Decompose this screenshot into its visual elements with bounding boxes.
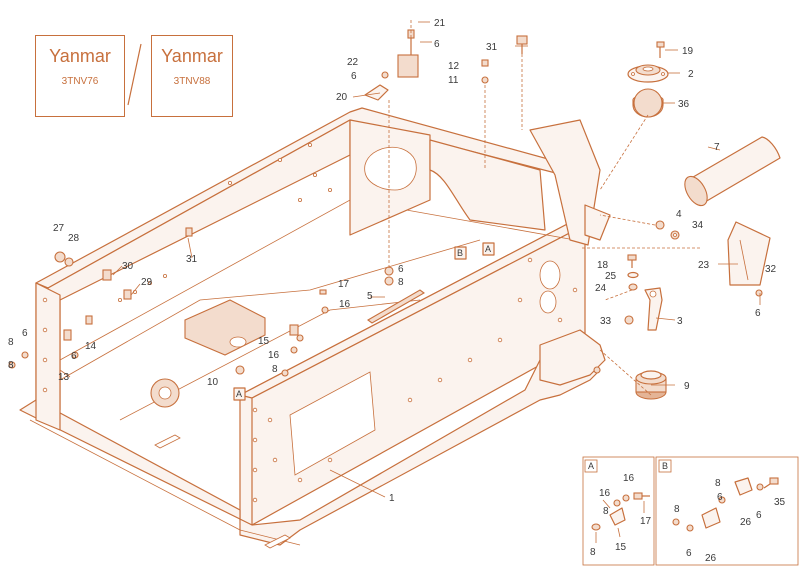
- callout-13: 13: [58, 372, 70, 383]
- detail-a-tag: A: [588, 461, 594, 471]
- callout-10: 10: [207, 377, 219, 388]
- detail-b-callout-26b: 26: [705, 553, 717, 564]
- detail-panel-a: A 16 16 8 17 15 8: [582, 456, 655, 566]
- detail-a-callout-16: 16: [599, 488, 611, 499]
- detail-b-callout-26: 26: [740, 517, 752, 528]
- flange-part: [627, 64, 669, 83]
- pipe-part: [684, 136, 781, 207]
- detail-a-callout-17: 17: [640, 516, 652, 527]
- detail-b-tag: B: [662, 461, 668, 471]
- guide-lines: [388, 20, 700, 396]
- callout-33: 33: [600, 316, 612, 327]
- callout-1: 1: [389, 493, 395, 504]
- detail-b-callout-6b: 6: [756, 510, 762, 521]
- detail-b-callout-8b: 8: [715, 478, 721, 489]
- shield-part-23: [727, 221, 771, 286]
- callout-9: 9: [684, 381, 690, 392]
- callout-18: 18: [597, 260, 609, 271]
- callout-12: 12: [448, 61, 460, 72]
- callout-8: 8: [8, 360, 14, 371]
- engine-box-1: Yanmar 3TNV76: [35, 35, 125, 117]
- callout-14: 14: [85, 341, 97, 352]
- callout-16: 16: [268, 350, 280, 361]
- detail-a-callout-16b: 16: [623, 473, 635, 484]
- callout-36: 36: [678, 99, 690, 110]
- callout-17: 17: [338, 279, 350, 290]
- engine-model-2: 3TNV88: [173, 76, 211, 87]
- section-mark-a: A: [485, 244, 491, 254]
- section-mark-b: B: [457, 248, 463, 258]
- small-parts: [8, 220, 763, 377]
- detail-panel-b: B 8 8 35 6 26 6 6 26: [655, 456, 799, 566]
- sensor-31: [516, 35, 528, 54]
- callout-22: 22: [347, 57, 359, 68]
- callout-24: 24: [595, 283, 607, 294]
- detail-b-callout-6: 6: [717, 492, 723, 503]
- callout-7: 7: [714, 142, 720, 153]
- callout-34: 34: [692, 220, 704, 231]
- engine-box-2: Yanmar 3TNV88: [151, 35, 233, 117]
- callout-28: 28: [68, 233, 80, 244]
- callout-2: 2: [688, 69, 694, 80]
- callout-6: 6: [755, 308, 761, 319]
- callout-20: 20: [336, 92, 348, 103]
- callout-23: 23: [698, 260, 710, 271]
- detail-a-callout-8: 8: [603, 506, 609, 517]
- callout-8: 8: [272, 364, 278, 375]
- callout-31: 31: [486, 42, 498, 53]
- detail-a-callout-15: 15: [615, 542, 627, 553]
- engine-brand-2: Yanmar: [161, 46, 223, 66]
- detail-b-callout-35: 35: [774, 497, 786, 508]
- callout-21: 21: [434, 18, 446, 29]
- cluster-upper: [381, 29, 489, 84]
- callout-15: 15: [258, 336, 270, 347]
- callout-5: 5: [367, 291, 373, 302]
- callout-32: 32: [765, 264, 777, 275]
- callout-4: 4: [676, 209, 682, 220]
- callout-16: 16: [339, 299, 351, 310]
- callout-6: 6: [22, 328, 28, 339]
- detail-a-callout-8b: 8: [590, 547, 596, 558]
- leader-lines: [59, 21, 761, 498]
- detail-b-callout-6c: 6: [686, 548, 692, 559]
- detail-b-callout-8: 8: [674, 504, 680, 515]
- callout-6: 6: [434, 39, 440, 50]
- section-mark-a-2: A: [236, 389, 242, 399]
- bracket-part-3: [644, 287, 663, 331]
- callout-8: 8: [8, 337, 14, 348]
- callout-29: 29: [141, 277, 153, 288]
- callout-8: 8: [398, 277, 404, 288]
- callout-11: 11: [448, 75, 459, 86]
- callout-27: 27: [53, 223, 65, 234]
- callout-25: 25: [605, 271, 617, 282]
- bolt-19: [656, 41, 665, 58]
- engine-separator: [127, 43, 142, 106]
- section-marks: B A A: [233, 242, 495, 401]
- callout-6: 6: [351, 71, 357, 82]
- rubber-mount-part: [632, 88, 664, 118]
- main-frame: [19, 107, 611, 549]
- engine-brand-1: Yanmar: [49, 46, 111, 66]
- callout-6: 6: [71, 351, 77, 362]
- callout-19: 19: [682, 46, 694, 57]
- callout-labels: 21 6 31 19 22 12 2 6 11 20 36 7 4 34 27 …: [8, 18, 777, 504]
- callout-30: 30: [122, 261, 134, 272]
- callout-6: 6: [398, 264, 404, 275]
- callout-3: 3: [677, 316, 683, 327]
- strip-part-5: [367, 289, 425, 324]
- callout-31: 31: [186, 254, 198, 265]
- bracket-part-20: [364, 84, 389, 101]
- engine-model-1: 3TNV76: [61, 76, 99, 87]
